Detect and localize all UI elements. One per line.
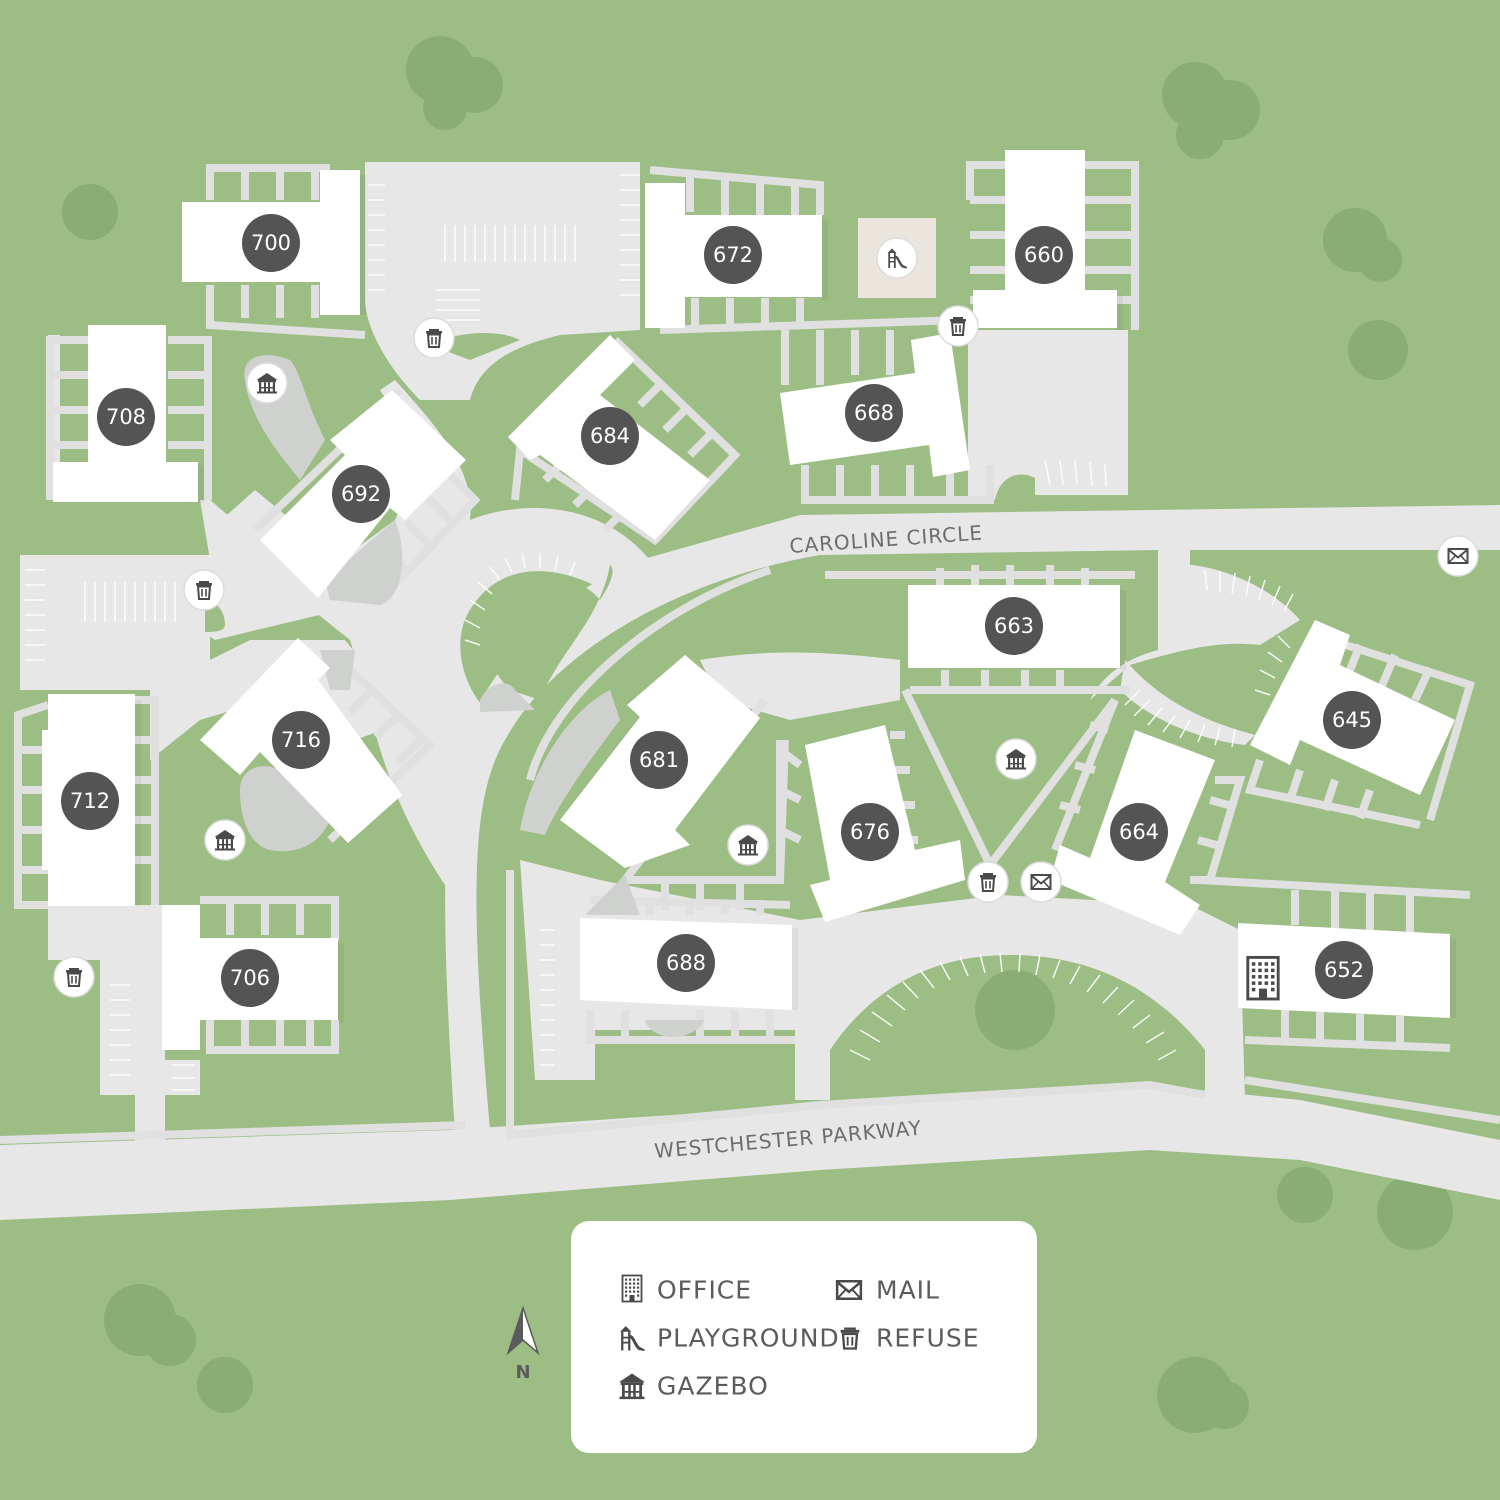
- badge-681[interactable]: 681: [630, 731, 688, 789]
- gazebo-icon[interactable]: [995, 738, 1037, 780]
- svg-text:660: 660: [1024, 243, 1064, 267]
- svg-text:688: 688: [666, 951, 706, 975]
- svg-text:PLAYGROUND: PLAYGROUND: [657, 1324, 840, 1353]
- parking-stalls: [0, 161, 1500, 1144]
- svg-text:681: 681: [639, 748, 679, 772]
- gazebo-icon[interactable]: [727, 824, 769, 866]
- playground-slide-icon[interactable]: [876, 237, 918, 279]
- trees: [62, 36, 1453, 1433]
- legend-item-playground: PLAYGROUND: [620, 1324, 840, 1353]
- badge-716[interactable]: 716: [272, 711, 330, 769]
- svg-text:716: 716: [281, 728, 321, 752]
- north-arrow: N: [506, 1305, 540, 1383]
- trash-can-icon[interactable]: [967, 861, 1009, 903]
- badge-706[interactable]: 706: [221, 949, 279, 1007]
- svg-text:668: 668: [854, 401, 894, 425]
- badge-672[interactable]: 672: [704, 226, 762, 284]
- trash-can-icon[interactable]: [413, 317, 455, 359]
- svg-text:684: 684: [590, 424, 630, 448]
- badge-708[interactable]: 708: [97, 388, 155, 446]
- legend: OFFICE PLAYGROUND GAZEBO MAIL REFUSE: [571, 1221, 1037, 1453]
- legend-item-gazebo: GAZEBO: [618, 1372, 769, 1401]
- legend-panel: [571, 1221, 1037, 1453]
- badge-645[interactable]: 645: [1323, 691, 1381, 749]
- badge-664[interactable]: 664: [1110, 803, 1168, 861]
- svg-text:645: 645: [1332, 708, 1372, 732]
- badge-660[interactable]: 660: [1015, 226, 1073, 284]
- svg-text:664: 664: [1119, 820, 1159, 844]
- svg-text:OFFICE: OFFICE: [657, 1276, 752, 1305]
- badge-684[interactable]: 684: [581, 407, 639, 465]
- svg-text:692: 692: [341, 482, 381, 506]
- parking-ticks: [25, 174, 1294, 1091]
- svg-text:712: 712: [70, 789, 110, 813]
- trash-can-icon[interactable]: [937, 305, 979, 347]
- svg-text:700: 700: [251, 231, 291, 255]
- badge-688[interactable]: 688: [657, 934, 715, 992]
- legend-item-mail: MAIL: [835, 1276, 940, 1305]
- gazebo-icon[interactable]: [204, 819, 246, 861]
- building-shadows: [135, 175, 1456, 1023]
- badge-712[interactable]: 712: [61, 772, 119, 830]
- svg-text:708: 708: [106, 405, 146, 429]
- legend-item-refuse: REFUSE: [839, 1324, 980, 1353]
- badge-700[interactable]: 700: [242, 214, 300, 272]
- legend-item-office: OFFICE: [621, 1274, 752, 1305]
- svg-text:663: 663: [994, 614, 1034, 638]
- map-amenities: [53, 237, 1479, 1001]
- svg-text:676: 676: [850, 820, 890, 844]
- badge-668[interactable]: 668: [845, 384, 903, 442]
- badge-692[interactable]: 692: [332, 465, 390, 523]
- badge-676[interactable]: 676: [841, 803, 899, 861]
- badge-652[interactable]: 652: [1315, 941, 1373, 999]
- svg-text:REFUSE: REFUSE: [876, 1324, 980, 1353]
- svg-text:MAIL: MAIL: [876, 1276, 940, 1305]
- building-badges: 700 672 660 708 692 684 668 663 645 716 …: [61, 214, 1381, 1007]
- envelope-icon[interactable]: [1437, 535, 1479, 577]
- svg-text:706: 706: [230, 966, 270, 990]
- trash-can-icon[interactable]: [183, 569, 225, 611]
- svg-text:672: 672: [713, 243, 753, 267]
- svg-text:GAZEBO: GAZEBO: [657, 1372, 769, 1401]
- envelope-icon[interactable]: [1020, 861, 1062, 903]
- svg-text:N: N: [515, 1362, 530, 1383]
- trash-can-icon[interactable]: [53, 956, 95, 998]
- svg-text:652: 652: [1324, 958, 1364, 982]
- badge-663[interactable]: 663: [985, 597, 1043, 655]
- gazebo-icon[interactable]: [246, 362, 288, 404]
